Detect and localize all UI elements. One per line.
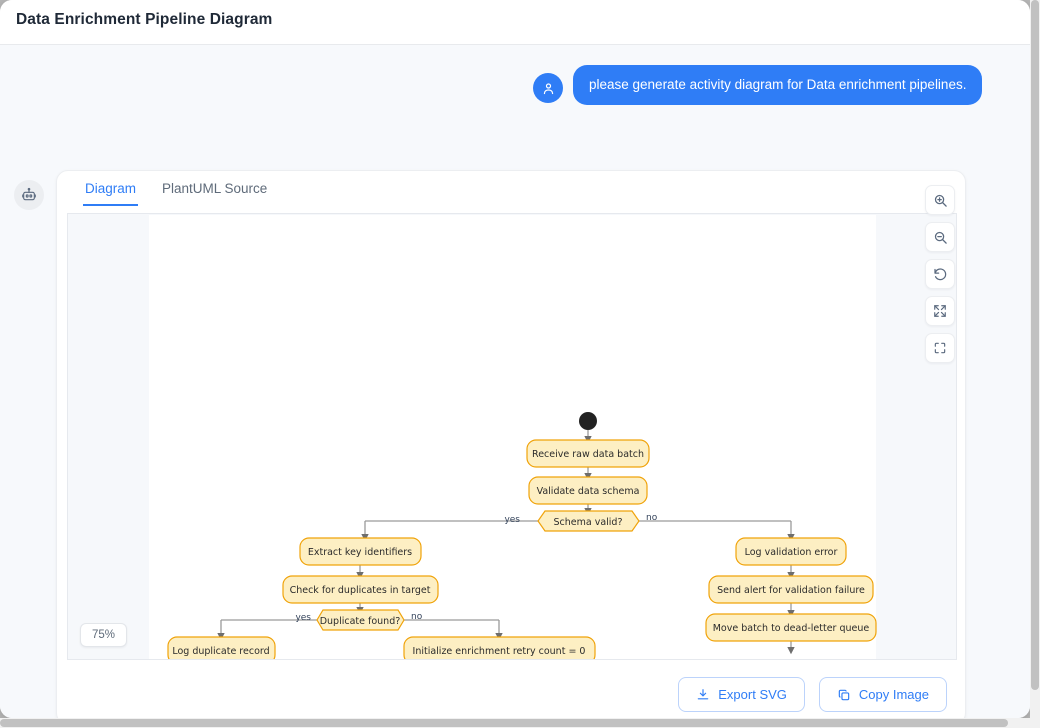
reset-rotate-icon [933,267,946,280]
diagram-start-node [579,412,597,430]
user-icon [543,82,553,94]
export-svg-button[interactable]: Export SVG [678,677,805,712]
page-vertical-scrollbar-thumb[interactable] [1031,0,1039,690]
copy-icon [838,689,850,700]
download-icon [698,688,709,699]
tab-bar: Diagram PlantUML Source [57,171,965,206]
svg-text:Move batch to dead-letter queu: Move batch to dead-letter queue [713,623,870,634]
diagram-connector-lines [220,520,792,629]
node-send-alert-for-validation-failure: Send alert for validation failure [708,575,874,604]
expand-arrows-icon [934,305,946,317]
export-svg-label: Export SVG [718,687,787,702]
fullscreen-button[interactable] [925,333,955,363]
svg-text:Schema valid?: Schema valid? [553,517,622,528]
tab-plantuml-source[interactable]: PlantUML Source [160,181,269,206]
node-check-for-duplicates-in-target: Check for duplicates in target [282,575,439,604]
robot-icon [22,187,36,201]
zoom-controls [925,185,955,363]
user-message-row: please generate activity diagram for Dat… [533,65,983,106]
zoom-in-icon [934,194,947,207]
zoom-level-badge: 75% [80,623,128,647]
node-extract-key-identifiers: Extract key identifiers [299,537,422,566]
activity-diagram-svg: Receive raw data batch Validate data sch… [167,412,877,659]
node-log-duplicate-record: Log duplicate record [167,636,276,659]
svg-text:Check for duplicates in target: Check for duplicates in target [290,585,431,596]
app-window: Data Enrichment Pipeline Diagram please … [0,0,1030,718]
card-action-bar: Export SVG Copy Image [678,677,947,712]
page-title: Data Enrichment Pipeline Diagram [16,11,273,28]
svg-text:yes: yes [504,515,520,525]
diagram-edges [217,430,795,655]
zoom-out-icon [934,231,947,244]
zoom-in-button[interactable] [925,185,955,215]
diagram-card: Diagram PlantUML Source [56,170,966,718]
svg-text:Validate data schema: Validate data schema [537,486,640,497]
svg-text:Initialize enrichment retry co: Initialize enrichment retry count = 0 [413,646,586,657]
node-receive-raw-data-batch: Receive raw data batch [526,439,650,468]
node-log-validation-error: Log validation error [735,537,847,566]
copy-image-label: Copy Image [858,687,929,702]
node-move-batch-to-dead-letter-queue: Move batch to dead-letter queue [705,613,877,642]
svg-text:no: no [411,612,423,622]
svg-text:Duplicate found?: Duplicate found? [320,616,401,627]
user-message-bubble: please generate activity diagram for Dat… [573,65,983,106]
zoom-out-button[interactable] [925,222,955,252]
page-horizontal-scrollbar-thumb[interactable] [0,719,1008,727]
copy-image-button[interactable]: Copy Image [818,677,947,712]
reset-view-button[interactable] [925,259,955,289]
fit-screen-button[interactable] [925,296,955,326]
bot-avatar [14,180,44,210]
tab-diagram[interactable]: Diagram [83,181,139,206]
svg-text:Log validation error: Log validation error [745,547,838,558]
diagram-edge-labels: yes no yes no yes no [295,513,658,623]
node-schema-valid-decision: Schema valid? [537,510,640,532]
diagram-nodes: Receive raw data batch Validate data sch… [167,439,877,659]
diagram-canvas-viewport[interactable]: Receive raw data batch Validate data sch… [67,213,957,660]
app-header: Data Enrichment Pipeline Diagram [0,0,1030,45]
svg-text:Log duplicate record: Log duplicate record [172,646,269,657]
svg-text:no: no [646,513,658,523]
svg-text:Send alert for validation fail: Send alert for validation failure [717,585,865,596]
fullscreen-corners-icon [934,342,946,354]
node-validate-data-schema: Validate data schema [528,476,648,505]
svg-text:Receive raw data batch: Receive raw data batch [532,449,644,460]
svg-text:yes: yes [295,613,311,623]
node-initialize-enrichment-retry-count: Initialize enrichment retry count = 0 [403,636,596,659]
page-vertical-scrollbar[interactable] [1030,0,1040,718]
chat-area: please generate activity diagram for Dat… [0,45,1030,718]
page-horizontal-scrollbar[interactable] [0,718,1040,728]
svg-text:Extract key identifiers: Extract key identifiers [308,547,412,558]
node-duplicate-found-decision: Duplicate found? [316,609,405,631]
user-avatar [533,73,563,103]
